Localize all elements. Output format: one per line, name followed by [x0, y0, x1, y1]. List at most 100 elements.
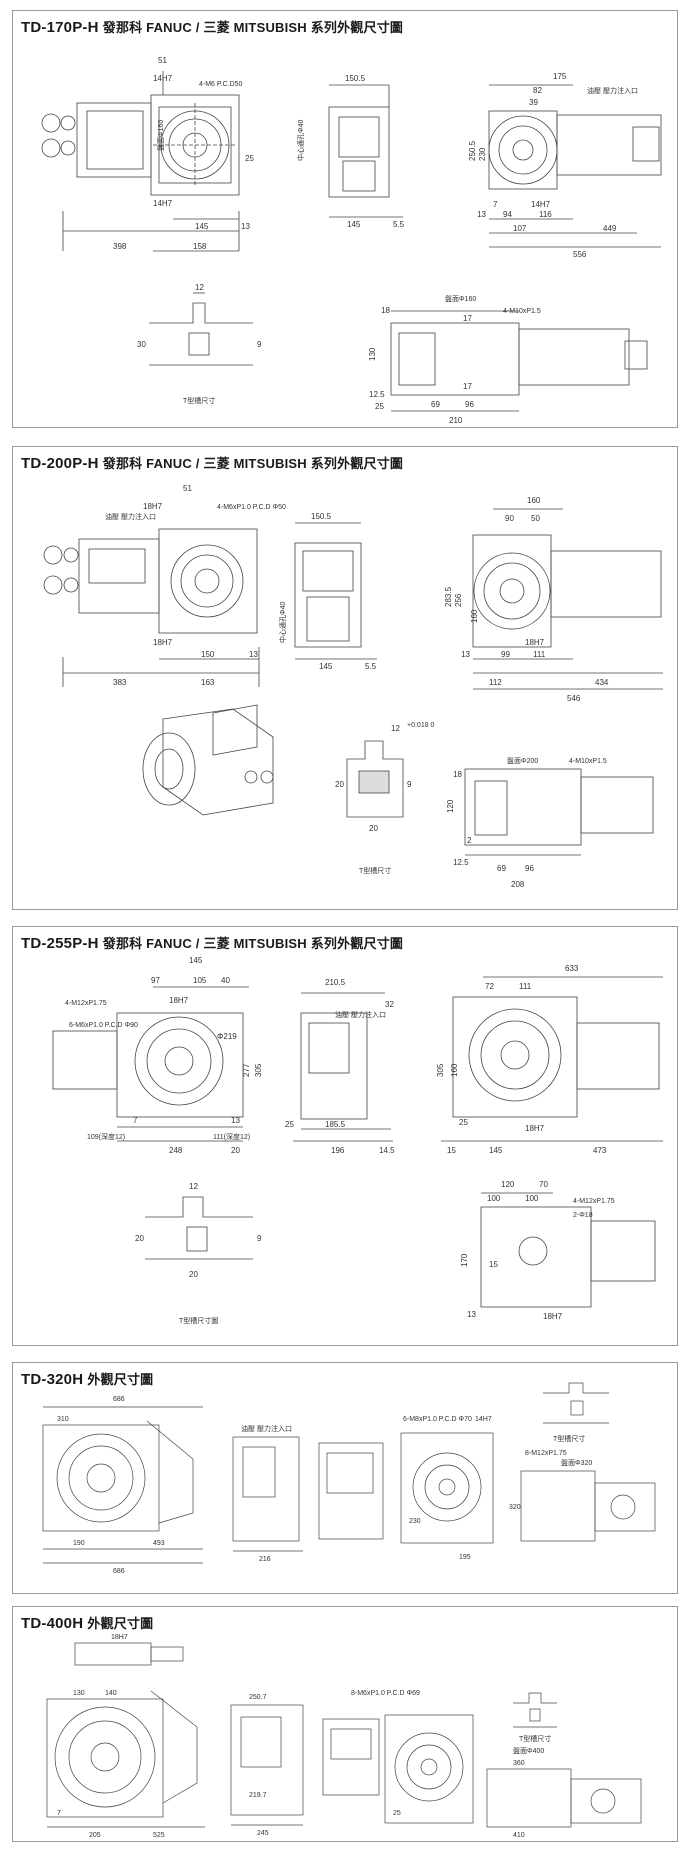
dim-40: 40	[221, 976, 230, 985]
dim-r-145: 145	[489, 1146, 503, 1155]
dim-434: 434	[595, 678, 609, 687]
front-view-labels: 686 310 190 493 686	[57, 1396, 165, 1575]
dim-s-69: 69	[431, 400, 440, 409]
front-view-labels: 130 140 7 205 525	[57, 1690, 165, 1839]
label-pcd: 4-M6xP1.0 P.C.D Φ50	[217, 504, 286, 511]
dim-side-145: 145	[347, 220, 361, 229]
top-view	[488, 84, 662, 248]
dim-190: 190	[73, 1540, 85, 1547]
dim-160: 160	[527, 496, 541, 505]
label-m12: 8-M12xP1.75	[525, 1450, 567, 1457]
label-tslot: T型槽尺寸	[519, 1734, 551, 1743]
label-pcd: 8-M6xP1.0 P.C.D Φ69	[351, 1690, 420, 1697]
label-pressure: 油壓 壓力注入口	[587, 86, 638, 95]
top-view	[400, 1432, 494, 1544]
dim-s-2: 2	[467, 836, 472, 845]
side-view	[328, 84, 403, 218]
dim-r-25: 25	[459, 1118, 468, 1127]
tslot-top	[74, 1642, 184, 1666]
dim-90: 90	[505, 514, 514, 523]
tslot-labels: T型槽尺寸	[519, 1734, 551, 1743]
dim-25: 25	[285, 1120, 294, 1129]
panel-td-400h: TD-400H 外觀尺寸圖 18H7 130 140 7 205 525	[12, 1606, 678, 1842]
dim-r-13: 13	[477, 210, 486, 219]
dim-105: 105	[193, 976, 207, 985]
side-view-labels: 150.5 145 5.5 中心通孔Φ40	[278, 512, 377, 671]
section-labels: 盤面Φ400 360 410	[513, 1746, 544, 1839]
panel-td-170p-h: TD-170P-H 發那科 FANUC / 三菱 MITSUBISH 系列外觀尺…	[12, 10, 678, 428]
tslot-detail	[149, 292, 253, 366]
front-view-labels: 51 18H7 油壓 壓力注入口 4-M6xP1.0 P.C.D Φ50 18H…	[105, 484, 286, 687]
dim-18h7: 18H7	[169, 996, 189, 1005]
section-view	[486, 1768, 642, 1828]
side-view	[293, 992, 393, 1142]
side-view-labels: 150.5 145 5.5 中心通孔Φ40	[296, 74, 405, 229]
dim-t-20b: 20	[189, 1270, 198, 1279]
dim-310: 310	[57, 1416, 69, 1423]
top-view-labels: 175 82 39 油壓 壓力注入口 250.5 230 13 94 116 1…	[468, 72, 638, 259]
dim-t-30: 30	[137, 340, 146, 349]
side-view-labels: 210.5 32 油壓 壓力注入口 25 185.5 196 14.5	[285, 978, 395, 1155]
model-name: TD-320H	[21, 1371, 84, 1388]
dim-210-5: 210.5	[325, 978, 346, 987]
dim-r-18h7: 18H7	[525, 638, 545, 647]
dim-546: 546	[567, 694, 581, 703]
dim-25: 25	[245, 154, 254, 163]
panel-subtitle: 外觀尺寸圖	[87, 1616, 154, 1631]
dim-r-14h7: 14H7	[531, 200, 551, 209]
panel-subtitle: 發那科 FANUC / 三菱 MITSUBISH 系列外觀尺寸圖	[102, 20, 404, 35]
panel-title: TD-170P-H 發那科 FANUC / 三菱 MITSUBISH 系列外觀尺…	[21, 17, 403, 36]
label-disk: 盤面Φ160	[156, 120, 165, 151]
dim-t-9: 9	[257, 1234, 262, 1243]
front-view	[52, 986, 249, 1142]
dim-s-25: 25	[375, 402, 384, 411]
dim-s-208: 208	[511, 880, 525, 889]
front-view	[43, 528, 260, 687]
label-disk: 盤面Φ320	[561, 1458, 592, 1467]
front-view-labels: 51 14H7 4-M6 P.C.D50 14H7 145 13 398 158…	[113, 56, 254, 251]
dim-25: 25	[393, 1810, 401, 1817]
dim-39: 39	[529, 98, 538, 107]
dim-112: 112	[489, 678, 502, 687]
dim-160: 160	[450, 1063, 459, 1077]
drawing-td-200p-h: 51 18H7 油壓 壓力注入口 4-M6xP1.0 P.C.D Φ50 18H…	[43, 484, 663, 889]
dim-s-120: 120	[446, 799, 455, 813]
dim-398: 398	[113, 242, 127, 251]
dim-111: 111	[519, 982, 532, 991]
dim-18h7: 18H7	[143, 502, 163, 511]
dim-145: 145	[195, 222, 209, 231]
dim-145: 145	[189, 956, 203, 965]
side-view-labels: 250.7 219.7 245	[249, 1694, 269, 1837]
end-view	[322, 1718, 380, 1796]
dim-205: 205	[89, 1832, 101, 1839]
dim-t-12: 12	[189, 1182, 198, 1191]
dim-82: 82	[533, 86, 542, 95]
section-labels: 盤面Φ160 4-M10xP1.5 18 17 17 130 12.5 25 6…	[368, 294, 541, 425]
dim-493: 493	[153, 1540, 165, 1547]
dim-s-18h7: 18H7	[543, 1312, 563, 1321]
drawing-td-170p-h: 51 14H7 4-M6 P.C.D50 14H7 145 13 398 158…	[41, 56, 662, 425]
dim-163: 163	[201, 678, 215, 687]
dim-18h7: 18H7	[111, 1634, 128, 1641]
panel-subtitle: 發那科 FANUC / 三菱 MITSUBISH 系列外觀尺寸圖	[102, 456, 404, 471]
dim-150: 150	[201, 650, 215, 659]
label-tslot: T型槽尺寸	[359, 866, 391, 875]
dim-116: 116	[539, 210, 552, 219]
top-view-labels: 160 90 50 283.5 256 160 13 99 111 112 43…	[444, 496, 609, 703]
dim-20: 20	[231, 1146, 240, 1155]
front-view	[41, 71, 240, 252]
dim-256: 256	[454, 593, 463, 607]
dim-525: 525	[153, 1832, 165, 1839]
tslot-top-labels: 18H7	[111, 1634, 128, 1641]
panel-title: TD-400H 外觀尺寸圖	[21, 1613, 153, 1632]
dim-r-18h7: 18H7	[525, 1124, 545, 1133]
label-pressure: 油壓 壓力注入口	[241, 1424, 292, 1433]
side-view	[294, 522, 377, 660]
dim-13: 13	[241, 222, 250, 231]
tslot-labels: 12 +0.018 0 20 9 20 T型槽尺寸	[335, 722, 435, 875]
dim-473: 473	[593, 1146, 607, 1155]
dim-150-5: 150.5	[345, 74, 366, 83]
dim-13: 13	[231, 1116, 240, 1125]
dim-5-5: 5.5	[365, 662, 377, 671]
tslot-labels: T型槽尺寸	[553, 1434, 585, 1443]
